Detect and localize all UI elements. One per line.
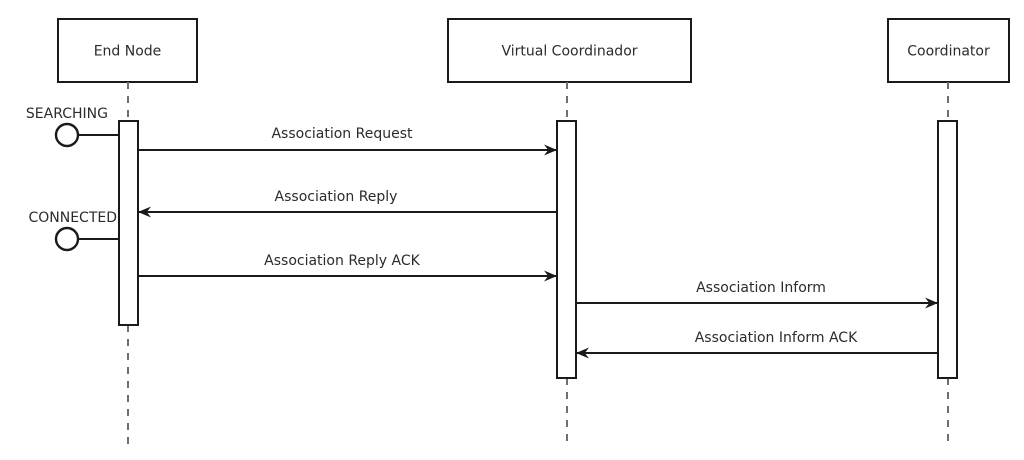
activation-bar-virtual-coordinador[interactable] (556, 120, 577, 379)
states-layer: SEARCHING CONNECTED (26, 106, 119, 252)
message-label-msg-association-reply-ack: Association Reply ACK (264, 253, 420, 269)
state-label-state-searching: SEARCHING (26, 106, 108, 122)
state-marker-state-connected[interactable]: CONNECTED (28, 210, 119, 252)
message-label-msg-association-request: Association Request (271, 126, 413, 142)
state-marker-state-searching[interactable]: SEARCHING (26, 106, 119, 148)
message-msg-association-request[interactable]: Association Request (138, 126, 557, 156)
message-msg-association-inform[interactable]: Association Inform (576, 280, 938, 309)
message-label-msg-association-inform-ack: Association Inform ACK (695, 330, 858, 346)
lifeline-label-virtual-coordinador: Virtual Coordinador (501, 44, 637, 60)
lifeline-end-node[interactable]: End Node (57, 18, 198, 447)
message-msg-association-reply[interactable]: Association Reply (138, 189, 557, 218)
lifeline-box-end-node[interactable] (57, 18, 198, 83)
activation-bar-coordinator[interactable] (937, 120, 958, 379)
state-circle-icon-state-searching[interactable] (54, 122, 80, 148)
message-label-msg-association-inform: Association Inform (696, 280, 826, 296)
lifeline-virtual-coordinador[interactable]: Virtual Coordinador (447, 18, 692, 447)
message-msg-association-inform-ack[interactable]: Association Inform ACK (576, 330, 938, 359)
activation-bar-end-node[interactable] (118, 120, 139, 326)
lifeline-coordinator[interactable]: Coordinator (887, 18, 1010, 447)
message-msg-association-reply-ack[interactable]: Association Reply ACK (138, 253, 557, 282)
lifeline-label-coordinator: Coordinator (907, 44, 990, 60)
state-label-state-connected: CONNECTED (28, 210, 117, 226)
lifelines-layer: End Node Virtual Coordinador Coordinator (57, 18, 1010, 447)
lifeline-box-virtual-coordinador[interactable] (447, 18, 692, 83)
lifeline-label-end-node: End Node (94, 44, 162, 60)
message-label-msg-association-reply: Association Reply (275, 189, 398, 205)
state-circle-icon-state-connected[interactable] (54, 226, 80, 252)
